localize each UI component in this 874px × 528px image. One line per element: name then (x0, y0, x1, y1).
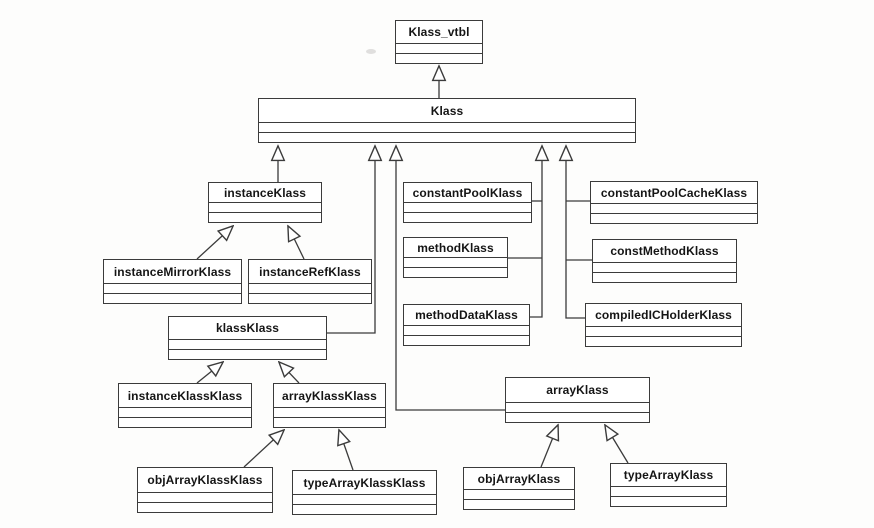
uml-operations-compartment (396, 53, 482, 63)
uml-attributes-compartment (293, 494, 436, 504)
class-box-objarrayklassklass: objArrayKlassKlass (137, 467, 273, 513)
uml-operations-compartment (104, 293, 241, 303)
uml-operations-compartment (138, 502, 272, 512)
class-box-typearrayklass: typeArrayKlass (610, 463, 727, 507)
uml-attributes-compartment (404, 257, 507, 267)
uml-attributes-compartment (586, 326, 741, 336)
edge-objarrayklassklass-to-arrayklassklass (243, 430, 284, 468)
class-box-instanceklassklass: instanceKlassKlass (118, 383, 252, 428)
uml-operations-compartment (404, 212, 531, 222)
uml-operations-compartment (591, 213, 757, 223)
uml-attributes-compartment (259, 122, 635, 132)
class-name: objArrayKlass (477, 471, 561, 486)
uml-attributes-compartment (506, 402, 649, 412)
uml-operations-compartment (249, 293, 371, 303)
uml-attributes-compartment (464, 489, 574, 499)
edge-klassklass-to-klass (327, 146, 375, 334)
class-box-instancerefklass: instanceRefKlass (248, 259, 372, 304)
edge-right-column-trunk-to-klass (566, 146, 585, 319)
class-name: objArrayKlassKlass (147, 473, 263, 487)
uml-attributes-compartment (169, 339, 326, 349)
class-box-klass: Klass (258, 98, 636, 143)
uml-attributes-compartment (404, 325, 529, 335)
class-name: instanceMirrorKlass (113, 264, 232, 279)
class-name: constantPoolCacheKlass (600, 185, 748, 200)
class-name: instanceRefKlass (259, 264, 361, 279)
class-box-klassklass: klassKlass (168, 316, 327, 360)
uml-operations-compartment (259, 132, 635, 142)
uml-operations-compartment (586, 336, 741, 346)
class-box-constmethodklass: constMethodKlass (592, 239, 737, 283)
edge-typearrayklassklass-to-arrayklassklass (339, 430, 354, 471)
class-name: methodDataKlass (415, 308, 518, 322)
uml-operations-compartment (464, 499, 574, 509)
class-box-arrayklass: arrayKlass (505, 377, 650, 423)
uml-operations-compartment (593, 272, 736, 282)
class-name: arrayKlass (546, 383, 609, 397)
class-box-constantpoolcacheklass: constantPoolCacheKlass (590, 181, 758, 224)
uml-operations-compartment (119, 417, 251, 427)
class-box-arrayklassklass: arrayKlassKlass (273, 383, 386, 428)
class-name: methodKlass (417, 240, 494, 255)
uml-attributes-compartment (249, 283, 371, 293)
uml-attributes-compartment (593, 262, 736, 272)
class-name: typeArrayKlass (623, 468, 714, 482)
class-box-typearrayklassklass: typeArrayKlassKlass (292, 470, 437, 515)
uml-attributes-compartment (274, 407, 385, 417)
class-name: typeArrayKlassKlass (303, 475, 426, 490)
uml-attributes-compartment (119, 407, 251, 417)
edge-middle-column-trunk-to-klass (530, 146, 542, 318)
class-name: klassKlass (215, 321, 280, 335)
edge-instanceklassklass-to-klassklass (196, 362, 223, 384)
class-box-compiledicholderklass: compiledICHolderKlass (585, 303, 742, 347)
edge-objarrayklass-to-arrayklass (540, 425, 558, 468)
class-box-klass-vtbl: Klass_vtbl (395, 20, 483, 64)
class-box-objarrayklass: objArrayKlass (463, 467, 575, 510)
uml-attributes-compartment (591, 203, 757, 213)
uml-operations-compartment (404, 335, 529, 345)
edge-typearrayklass-to-arrayklass (605, 425, 629, 464)
class-name: constMethodKlass (610, 244, 719, 258)
uml-attributes-compartment (404, 202, 531, 212)
uml-operations-compartment (611, 496, 726, 506)
uml-attributes-compartment (138, 492, 272, 502)
class-name: Klass_vtbl (408, 25, 470, 39)
class-box-methoddataklass: methodDataKlass (403, 304, 530, 346)
uml-operations-compartment (209, 212, 321, 222)
uml-operations-compartment (274, 417, 385, 427)
class-name: instanceKlassKlass (127, 388, 243, 403)
edge-arrayklassklass-to-klassklass (279, 362, 300, 384)
class-box-instanceklass: instanceKlass (208, 182, 322, 223)
class-name: arrayKlassKlass (282, 388, 377, 403)
class-box-instancemirrorklass: instanceMirrorKlass (103, 259, 242, 304)
class-box-constantpoolklass: constantPoolKlass (403, 182, 532, 223)
class-box-methodklass: methodKlass (403, 237, 508, 278)
uml-operations-compartment (404, 267, 507, 277)
uml-attributes-compartment (611, 486, 726, 496)
uml-attributes-compartment (209, 202, 321, 212)
edge-arrayklass-to-klass (396, 146, 505, 411)
class-name: constantPoolKlass (412, 185, 523, 200)
uml-operations-compartment (169, 349, 326, 359)
class-name: Klass (430, 103, 464, 118)
class-name: instanceKlass (223, 185, 306, 200)
uml-attributes-compartment (104, 283, 241, 293)
uml-operations-compartment (293, 504, 436, 514)
edge-instancerefklass-to-instanceklass (288, 226, 305, 260)
uml-attributes-compartment (396, 43, 482, 53)
scan-smudge-artifact (366, 49, 376, 54)
class-name: compiledICHolderKlass (595, 308, 732, 322)
edge-instancemirrorklass-to-instanceklass (196, 226, 233, 260)
uml-operations-compartment (506, 412, 649, 422)
